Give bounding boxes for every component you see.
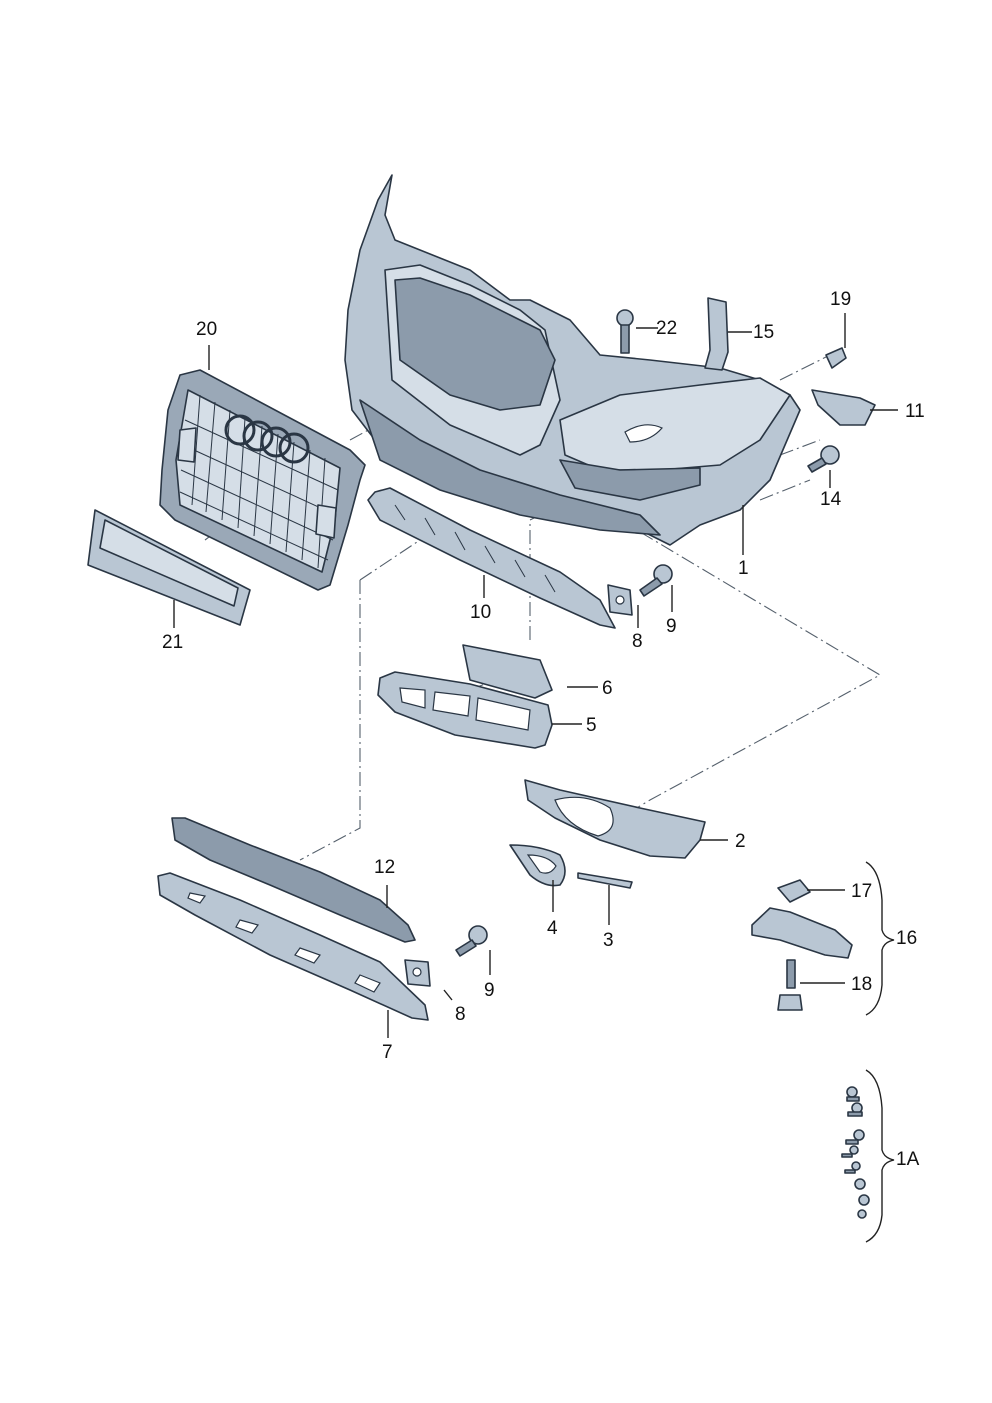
part-trim-strip[interactable] (577, 872, 633, 889)
part-cover-cap-11[interactable] (811, 389, 876, 426)
callout-1a: 1A (896, 1149, 920, 1170)
part-bolt-9-upper[interactable] (639, 564, 673, 597)
callout-17: 17 (851, 881, 872, 902)
part-licence-plate-holder[interactable] (87, 509, 251, 626)
callout-6: 6 (602, 678, 613, 699)
callout-labels: 1 20 21 10 19 11 14 22 15 9 8 6 5 2 4 3 … (162, 289, 925, 1170)
callout-22: 22 (656, 318, 677, 339)
part-bolt-22[interactable] (616, 309, 634, 354)
part-bracket-16[interactable] (751, 907, 853, 959)
callout-9-upper: 9 (666, 616, 677, 637)
part-lower-grille-bar[interactable] (367, 487, 616, 629)
callout-20: 20 (196, 319, 217, 340)
part-lower-grille-left[interactable] (377, 671, 553, 749)
callout-11: 11 (905, 401, 925, 422)
part-radiator-grille[interactable] (159, 369, 366, 591)
callout-9-lower: 9 (484, 980, 495, 1001)
callout-3: 3 (603, 930, 614, 951)
callout-12: 12 (374, 857, 395, 878)
part-fog-lamp-surround[interactable] (524, 779, 706, 859)
callout-4: 4 (547, 918, 558, 939)
part-spoiler[interactable] (157, 872, 429, 1021)
bracket-braces (865, 861, 895, 1243)
part-air-guide[interactable] (171, 817, 416, 943)
part-nut-17[interactable] (777, 879, 811, 903)
part-bolt-9-lower[interactable] (455, 925, 488, 957)
callout-16: 16 (896, 928, 917, 949)
part-clip-8-lower[interactable] (404, 959, 431, 987)
callout-8-lower: 8 (455, 1004, 466, 1025)
part-bracket-15[interactable] (704, 297, 729, 371)
callout-5: 5 (586, 715, 597, 736)
callout-21: 21 (162, 632, 183, 653)
part-cover-plate[interactable] (462, 644, 553, 699)
callout-8-upper: 8 (632, 631, 643, 652)
callout-18: 18 (851, 974, 872, 995)
leader-lines (173, 313, 898, 1038)
part-bolt-18[interactable] (777, 959, 803, 1011)
part-rivet-19[interactable] (825, 347, 847, 369)
part-cover-ring[interactable] (509, 844, 566, 887)
callout-10: 10 (470, 602, 491, 623)
part-fastener-set-1a[interactable] (841, 1086, 870, 1219)
part-bumper-cover[interactable] (344, 174, 801, 546)
callout-15: 15 (753, 322, 774, 343)
callout-19: 19 (830, 289, 851, 310)
callout-7: 7 (382, 1042, 393, 1063)
callout-2: 2 (735, 831, 746, 852)
callout-14: 14 (820, 489, 842, 510)
callout-1: 1 (738, 558, 749, 579)
part-screw-14[interactable] (807, 445, 840, 473)
part-clip-8-upper[interactable] (607, 584, 633, 616)
